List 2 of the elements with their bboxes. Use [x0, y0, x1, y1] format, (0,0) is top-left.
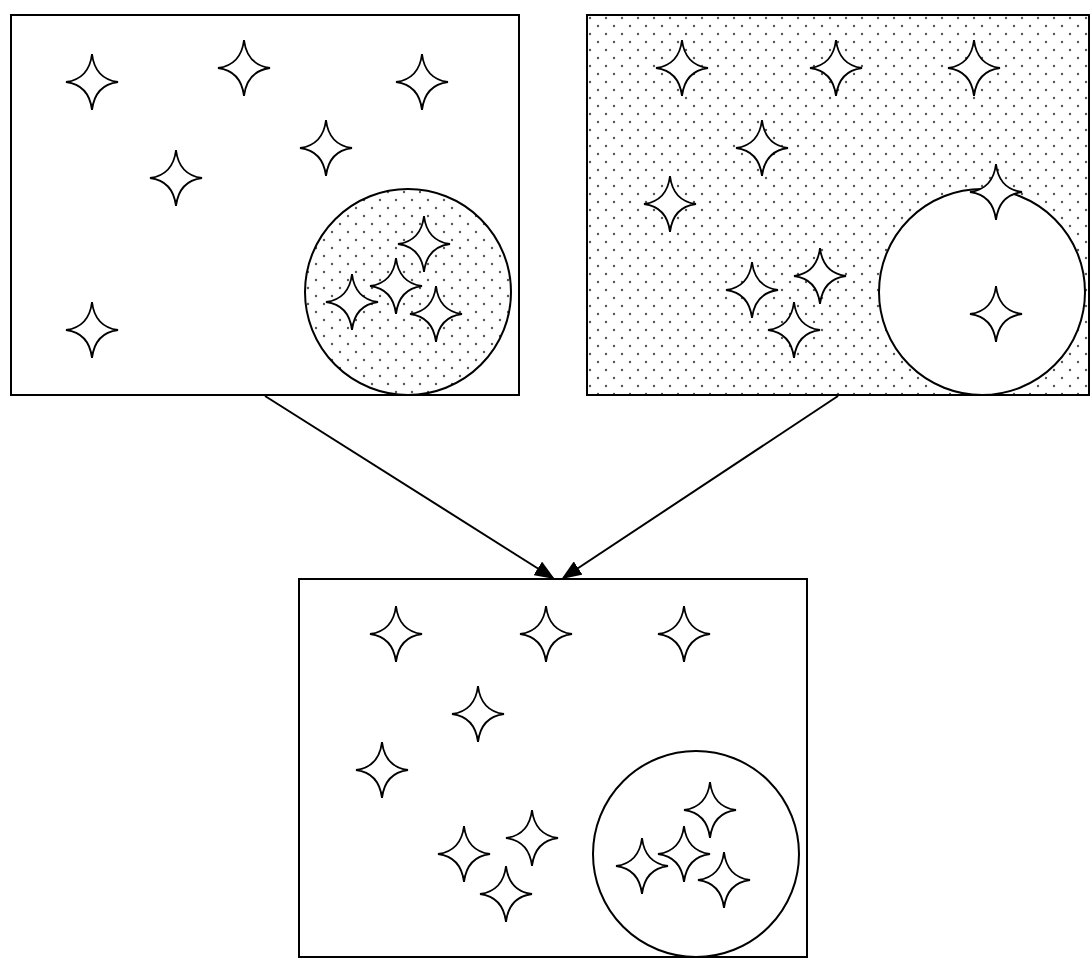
arrow [264, 395, 555, 580]
arrow [561, 395, 839, 580]
